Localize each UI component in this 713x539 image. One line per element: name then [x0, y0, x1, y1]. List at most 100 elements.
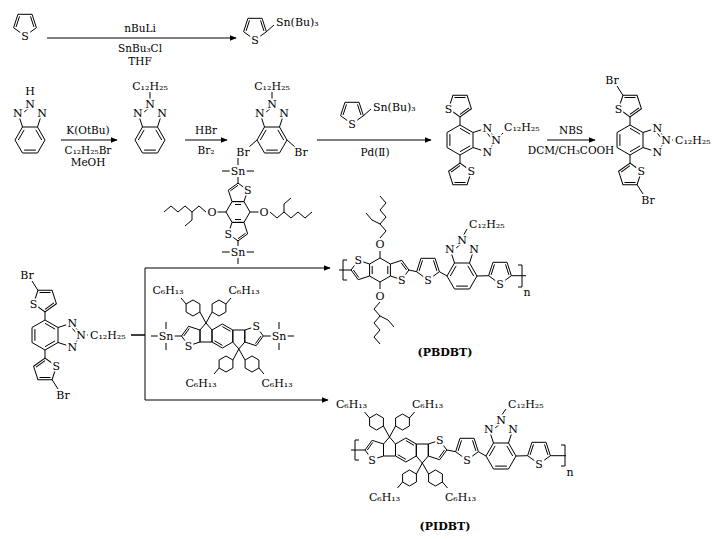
atom-label: Sn [230, 166, 247, 177]
reaction-arrow [547, 140, 595, 141]
atom-label: S [495, 279, 505, 290]
reagent-label: HBr [194, 125, 218, 136]
atom-label: N [456, 234, 468, 245]
compound: SSNNNC₁₂H₂₅ [436, 88, 542, 192]
atom-label: C₆H₁₃ [151, 285, 184, 296]
atom-label: O [374, 291, 385, 302]
atom-label: N [651, 147, 663, 158]
reagent-label: DCM/CH₃COOH [527, 145, 616, 156]
atom-label: H [24, 86, 36, 97]
bond [249, 92, 295, 147]
atom-label: S [462, 455, 472, 466]
compound: OSSSNNNC₁₂H₂₅SOn(PBDBT) [335, 188, 547, 360]
reagent-label: K(OtBu) [65, 125, 110, 136]
atom-label: N [24, 98, 36, 109]
reagent-label: THF [127, 56, 152, 67]
alkyl-chain [374, 302, 380, 344]
atom-label: S [397, 274, 407, 285]
reagent-label: nBuLi [123, 23, 157, 34]
bond [617, 86, 673, 194]
atom-label: S [29, 298, 39, 309]
atom-label: Br [640, 195, 655, 206]
atom-label: S [423, 275, 433, 286]
compound: C₆H₁₃C₆H₁₃SnSSSnC₆H₁₃C₆H₁₃ [150, 282, 302, 392]
atom-label: S [614, 103, 624, 114]
bond [217, 158, 259, 264]
atom-label: N [490, 135, 502, 146]
bond [351, 409, 566, 466]
atom-label: S [467, 166, 477, 177]
atom-label: n [565, 467, 574, 478]
ring-outline [370, 258, 391, 282]
atom-label: N [132, 107, 144, 118]
atom-label: C₆H₁₃ [184, 378, 217, 389]
atom-label: S [224, 228, 234, 239]
atom-label: O [258, 207, 269, 218]
atom-label: N [444, 243, 456, 254]
atom-label: N [278, 107, 290, 118]
atom-label: n [522, 287, 531, 298]
reagent-label: SnBu₃Cl [117, 43, 163, 54]
atom-label: N [156, 107, 168, 118]
atom-label: Br [293, 147, 308, 158]
alkyl-chain [380, 196, 386, 238]
indacenodithiophene [181, 298, 264, 374]
atom-label: S [367, 454, 377, 465]
atom-label: N [468, 243, 480, 254]
reaction-arrow [61, 140, 117, 141]
atom-label: C₁₂H₂₅ [253, 81, 291, 92]
atom-label: S [534, 459, 544, 470]
indacenodithiophene [365, 412, 448, 488]
atom-label: S [243, 185, 253, 196]
compound: NNNC₁₂H₂₅BrBr [232, 78, 312, 162]
atom-label: C₆H₁₃ [368, 492, 401, 503]
atom-label: S [435, 435, 445, 446]
atom-label: N [12, 107, 24, 118]
alkyl-chain [270, 212, 312, 218]
reaction-arrow [185, 140, 227, 141]
atom-label: S [184, 340, 194, 351]
compound: NNNH [4, 82, 56, 158]
atom-label: S [251, 321, 261, 332]
reagent-label: NBS [558, 125, 584, 136]
bond [339, 251, 380, 289]
atom-label: N [481, 122, 493, 133]
atom-label: S [20, 31, 30, 42]
atom-label: N [266, 98, 278, 109]
atom-label: Br [19, 270, 34, 281]
alkyl-chain [284, 198, 291, 212]
atom-label: N [66, 317, 78, 328]
compound: SSn(Bu)₃ [241, 10, 325, 48]
atom-label: Sn(Bu)₃ [372, 102, 417, 113]
atom-label: C₁₂H₂₅ [507, 399, 545, 410]
bond [151, 322, 294, 350]
compound: SnSOOSSn [150, 155, 326, 265]
atom-label: S [353, 255, 363, 266]
atom-label: C₁₂H₂₅ [89, 330, 127, 341]
compound: BrSNNNC₁₂H₂₅SBr [600, 72, 712, 208]
atom-label: N [651, 122, 663, 133]
atom-label: O [374, 239, 385, 250]
compound: BrSNNNC₁₂H₂₅SBr [12, 266, 126, 402]
atom-label: Br [604, 75, 619, 86]
atom-label: C₁₂H₂₅ [468, 219, 506, 230]
atom-label: S [444, 103, 454, 114]
reagent-label: MeOH [70, 157, 107, 168]
atom-label: C₆H₁₃ [335, 399, 368, 410]
reagent-label: Br₂ [197, 145, 216, 156]
compound: S Sn(Bu)₃ [338, 96, 420, 130]
reagent-label: C₁₂H₂₅Br [64, 145, 113, 156]
atom-label: N [66, 342, 78, 353]
atom-label: S [637, 166, 647, 177]
atom-label: S [347, 119, 357, 130]
atom-label: Br [235, 147, 250, 158]
atom-label: N [483, 423, 495, 434]
atom-label: N [495, 414, 507, 425]
bond [266, 25, 274, 32]
atom-label: Sn [158, 331, 175, 342]
atom-label: C₆H₁₃ [227, 285, 260, 296]
atom-label: Sn [230, 247, 247, 258]
reagent-label: Pd(Ⅱ) [359, 147, 390, 158]
compound: C₆H₁₃C₆H₁₃C₁₂H₂₅SNNNSSSnC₆H₁₃C₆H₁₃(PIDBT… [333, 395, 585, 535]
atom-label: S [250, 35, 260, 46]
